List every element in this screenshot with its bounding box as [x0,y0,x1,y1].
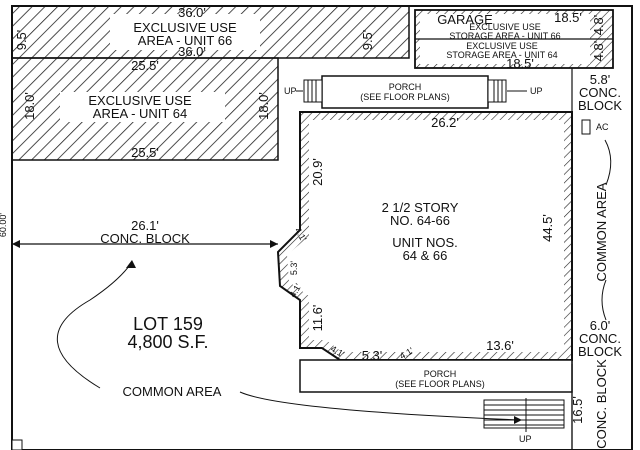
storage64-line2: STORAGE AREA - UNIT 64 [446,50,557,60]
porch-top-line1: PORCH [389,82,422,92]
conc-block-left: 26.1' CONC. BLOCK [12,218,278,248]
building-line3: UNIT NOS. [392,235,458,250]
porch-bottom-line2: (SEE FLOOR PLANS) [395,379,485,389]
lot-label: LOT 159 4,800 S.F. [127,314,208,352]
garage-dim-right-bottom: 4.8' [591,41,606,62]
building-dim-bottom: 13.6' [486,338,514,353]
porch-bottom-line1: PORCH [424,369,457,379]
porch-bottom: PORCH (SEE FLOOR PLANS) UP [299,359,573,444]
garage-dim-right-top: 4.8' [591,15,606,36]
unit64-label-line1: EXCLUSIVE USE [88,93,192,108]
building-line2: NO. 64-66 [390,213,450,228]
building-dim-right: 44.5' [540,214,555,242]
conc-block-top-line1: CONC. [579,85,621,100]
storage64-line1: EXCLUSIVE USE [466,41,538,51]
up-label-bottom: UP [519,434,532,444]
porch-top: PORCH (SEE FLOOR PLANS) UP UP [284,75,543,109]
conc-block-top-right: 5.8' CONC. BLOCK [571,68,622,113]
unit66-label-line2: AREA - UNIT 66 [138,33,232,48]
conc-block-mid-right: 6.0' CONC. BLOCK [578,318,622,359]
building-dim-left-upper: 20.9' [310,158,325,186]
lot-line2: 4,800 S.F. [127,332,208,352]
conc-block-mid-line1: CONC. [579,331,621,346]
conc-block-left-label: CONC. BLOCK [100,231,190,246]
building-footprint: 26.2' 2 1/2 STORY NO. 64-66 UNIT NOS. 64… [276,111,573,363]
building-line4: 64 & 66 [403,248,448,263]
common-area-arrow-down [601,279,607,321]
garage-dim-bottom: 18.5' [506,56,534,71]
building-line1: 2 1/2 STORY [382,200,459,215]
ac-label: AC [596,122,609,132]
conc-block-mid-dim: 6.0' [590,318,611,333]
unit64-dim-left: 18.0' [22,92,37,120]
conc-block-bottom-right: 16.5' CONC. BLOCK [570,359,609,450]
porch-top-line2: (SEE FLOOR PLANS) [360,92,450,102]
unit64-dim-right: 18.0' [256,92,271,120]
exclusive-area-unit-64: 25.5' EXCLUSIVE USE AREA - UNIT 64 25.5'… [11,57,279,161]
unit64-label-line2: AREA - UNIT 64 [93,106,187,121]
unit66-dim-left: 9.5' [14,30,29,51]
conc-block-bottom-dim: 16.5' [570,396,585,424]
unit66-dim-right: 9.5' [360,30,375,51]
unit66-dim-top: 36.0' [178,5,206,20]
unit66-dim-bottom: 36.0' [178,44,206,59]
garage-dim-top: 18.5' [554,10,582,25]
common-area-bottom-label: COMMON AREA [123,384,222,399]
ac-unit: AC [581,119,609,135]
up-label-left: UP [284,86,297,96]
common-area-arrow-up [604,139,612,186]
conc-block-mid-line2: BLOCK [578,344,622,359]
storage66-line1: EXCLUSIVE USE [469,22,541,32]
building-dim-top: 26.2' [431,115,459,130]
corner-marker [11,439,23,450]
lot-line1: LOT 159 [133,314,203,334]
building-dim-bay-mid: 5.3' [289,261,299,276]
exclusive-area-unit-66: 36.0' EXCLUSIVE USE AREA - UNIT 66 36.0'… [11,5,410,59]
common-area-right: COMMON AREA [594,182,609,281]
conc-block-top-line2: BLOCK [578,98,622,113]
conc-block-bottom-label: CONC. BLOCK [594,359,609,449]
building-dim-left-lower: 11.6' [310,305,325,332]
conc-block-top-dim: 5.8' [590,72,611,87]
common-area-bottom: COMMON AREA [56,260,522,424]
unit64-dim-top: 25.5' [131,58,159,73]
up-label-right: UP [530,86,543,96]
unit66-label-line1: EXCLUSIVE USE [133,20,237,35]
lot-depth: 60.00' [0,213,8,238]
unit64-dim-bottom: 25.5' [131,145,159,160]
storage66-line2: STORAGE AREA - UNIT 66 [449,31,560,41]
garage-title: GARAGE [437,12,493,27]
conc-block-left-dim: 26.1' [131,218,159,233]
garage: GARAGE 18.5' EXCLUSIVE USE STORAGE AREA … [414,9,614,71]
